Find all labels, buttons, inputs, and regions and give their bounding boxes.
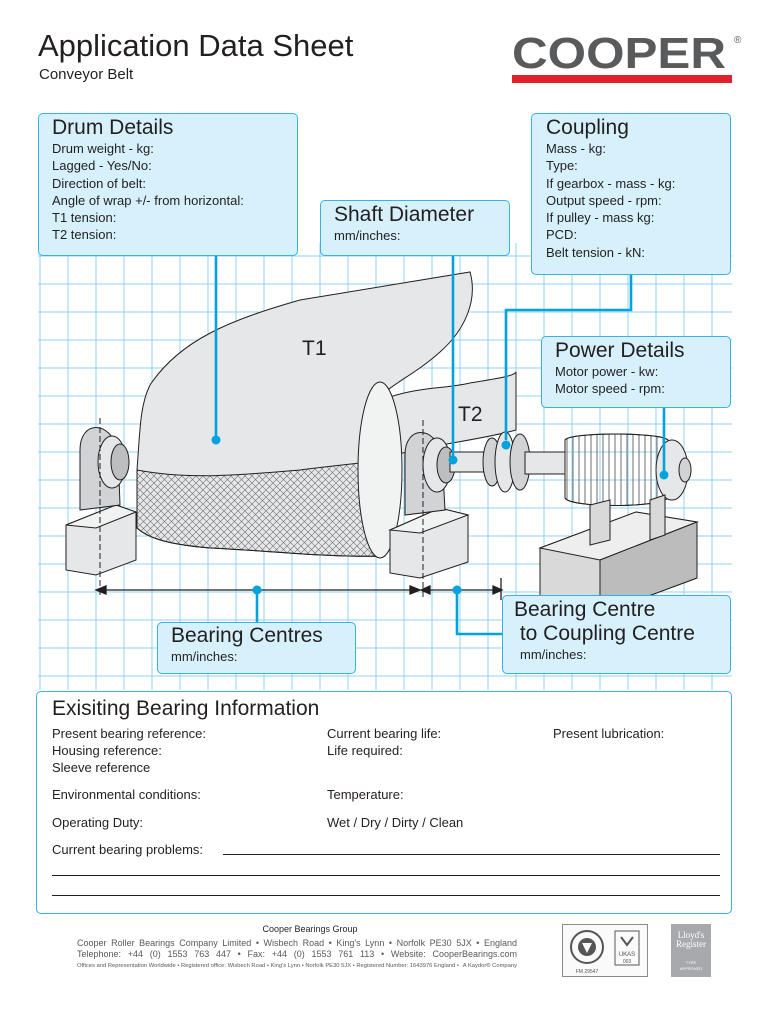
left-bearing-housing <box>65 418 138 595</box>
ukas-number: 003 <box>623 959 632 965</box>
lloyds-line2: Register <box>676 939 706 949</box>
existing-bearing-title: Exisiting Bearing Information <box>52 697 320 720</box>
pcd-field[interactable]: PCD: <box>546 227 578 243</box>
connector-lines <box>214 256 666 636</box>
housing-reference-field[interactable]: Housing reference: <box>52 743 162 758</box>
lagged-field[interactable]: Lagged - Yes/No: <box>52 158 152 174</box>
lloyds-register-logo: Lloyd's Register TYPE APPROVED <box>671 924 711 977</box>
output-speed-field[interactable]: Output speed - rpm: <box>546 192 662 208</box>
bearing-to-coupling-title-line1: Bearing Centre <box>514 598 656 621</box>
current-bearing-problems-label: Current bearing problems: <box>52 842 204 857</box>
certification-logos: FM 29547 UKAS 003 <box>562 924 648 977</box>
logo-red-bar <box>512 75 732 83</box>
coupling-panel: Coupling Mass - kg: Type: If gearbox - m… <box>531 113 731 275</box>
operating-duty-field[interactable]: Operating Duty: <box>52 815 144 830</box>
drum-details-title: Drum Details <box>52 116 174 139</box>
environmental-conditions-field[interactable]: Environmental conditions: <box>52 787 201 802</box>
power-details-title: Power Details <box>555 339 685 362</box>
lloyds-register-icon: Lloyd's Register TYPE APPROVED <box>676 930 706 971</box>
problems-line-3[interactable] <box>52 895 720 896</box>
belt-tension-field[interactable]: Belt tension - kN: <box>546 244 645 260</box>
logo-text: COOPER <box>512 30 726 78</box>
logo-registered-mark: ® <box>734 35 742 46</box>
bearing-centres-field[interactable]: mm/inches: <box>171 649 238 664</box>
bsi-ukas-icon: FM 29547 UKAS 003 <box>570 930 640 975</box>
t2-label: T2 <box>458 403 483 426</box>
t1-label: T1 <box>302 337 327 360</box>
bearing-to-coupling-field[interactable]: mm/inches: <box>520 647 587 662</box>
lloyds-line3: TYPE <box>686 960 697 965</box>
power-details-panel: Power Details Motor power - kw: Motor sp… <box>541 336 731 408</box>
t1-tension-field[interactable]: T1 tension: <box>52 210 117 226</box>
shaft-coupling-motor <box>449 431 692 546</box>
ukas-label: UKAS <box>619 952 635 958</box>
bearing-centres-panel: Bearing Centres mm/inches: <box>157 622 356 674</box>
right-bearing-housing <box>388 420 470 598</box>
motor-power-field[interactable]: Motor power - kw: <box>555 364 659 379</box>
bearing-centres-title: Bearing Centres <box>171 624 323 647</box>
footer-registration: Offices and Representation Worldwide • R… <box>77 962 517 970</box>
drum-details-panel: Drum Details Drum weight - kg: Lagged - … <box>38 113 298 256</box>
footer-kaydon: A Kaydor® Company <box>462 963 517 969</box>
existing-bearing-panel: Exisiting Bearing Information Present be… <box>36 691 732 914</box>
life-required-field[interactable]: Life required: <box>327 743 403 758</box>
conditions-options[interactable]: Wet / Dry / Dirty / Clean <box>327 815 464 830</box>
motor-speed-field[interactable]: Motor speed - rpm: <box>555 381 665 397</box>
problems-line-1[interactable] <box>223 854 720 855</box>
shaft-diameter-title: Shaft Diameter <box>334 203 475 226</box>
footer-contact: Telephone: +44 (0) 1553 763 447 • Fax: +… <box>77 949 517 959</box>
bearing-to-coupling-panel: Bearing Centre to Coupling Centre mm/inc… <box>502 595 731 674</box>
gearbox-mass-field[interactable]: If gearbox - mass - kg: <box>546 175 676 191</box>
shaft-diameter-panel: Shaft Diameter mm/inches: <box>320 200 510 256</box>
coupling-title: Coupling <box>546 116 629 139</box>
bearing-to-coupling-title-line2: to Coupling Centre <box>514 622 695 645</box>
dimension-arrows <box>94 578 504 600</box>
page-title: Application Data Sheet <box>38 28 354 63</box>
connector-dots <box>211 435 669 595</box>
footer-address: Cooper Roller Bearings Company Limited •… <box>77 938 517 948</box>
page-subtitle: Conveyor Belt <box>39 66 134 83</box>
lloyds-line4: APPROVED <box>680 966 702 971</box>
drum-weight-field[interactable]: Drum weight - kg: <box>52 141 154 156</box>
shaft-diameter-field[interactable]: mm/inches: <box>334 228 401 243</box>
belt-direction-field[interactable]: Direction of belt: <box>52 175 146 191</box>
sleeve-reference-field[interactable]: Sleeve reference <box>52 760 151 775</box>
pulley-mass-field[interactable]: If pulley - mass kg: <box>546 210 655 226</box>
drum-and-belt <box>136 271 473 559</box>
present-bearing-reference-field[interactable]: Present bearing reference: <box>52 726 206 741</box>
current-bearing-life-field[interactable]: Current bearing life: <box>327 726 442 741</box>
footer-group-name: Cooper Bearings Group <box>262 924 358 934</box>
footer-registered-text: Offices and Representation Worldwide • R… <box>77 963 459 969</box>
coupling-mass-field[interactable]: Mass - kg: <box>546 141 606 156</box>
coupling-type-field[interactable]: Type: <box>546 158 578 174</box>
cooper-logo: COOPER ® <box>512 30 742 83</box>
temperature-field[interactable]: Temperature: <box>327 787 404 802</box>
t2-tension-field[interactable]: T2 tension: <box>52 227 117 243</box>
angle-of-wrap-field[interactable]: Angle of wrap +/- from horizontal: <box>52 192 244 208</box>
problems-line-2[interactable] <box>52 875 720 876</box>
lloyds-line1: Lloyd's <box>678 930 705 940</box>
bsi-number: FM 29547 <box>576 969 599 975</box>
present-lubrication-field[interactable]: Present lubrication: <box>553 726 665 741</box>
